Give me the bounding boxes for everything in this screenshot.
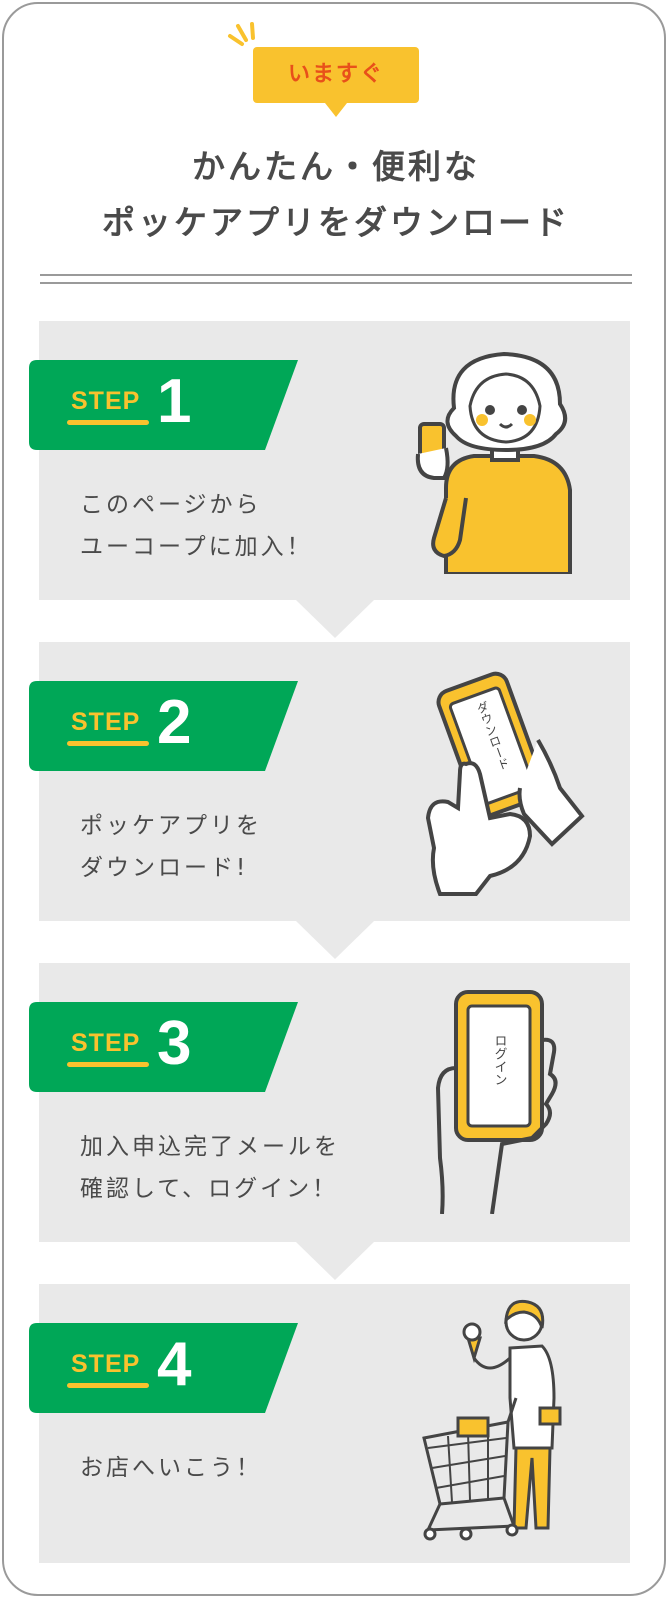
step-word: STEP	[71, 1029, 141, 1057]
sparkle-icon	[228, 22, 255, 46]
step-3-text-line2: 確認して、ログイン！	[80, 1176, 339, 1202]
hand-holding-phone-icon: ログイン	[435, 990, 558, 1214]
step-2-arrow	[296, 921, 374, 959]
step-2-text-line1: ポッケアプリを	[80, 813, 262, 839]
woman-holding-phone-icon	[415, 351, 572, 574]
page-title-line2: ポッケアプリをダウンロード	[102, 203, 570, 242]
step-4-description: お店へいこう！	[80, 1447, 262, 1489]
step-1-description: このページから ユーコープに加入！	[80, 484, 313, 568]
hands-tapping-phone-icon: ダウンロード	[425, 671, 585, 896]
step-word: STEP	[71, 1350, 141, 1378]
step-underline	[67, 420, 149, 425]
step-3-arrow	[296, 1242, 374, 1280]
woman-with-shopping-cart-icon	[422, 1299, 562, 1541]
step-1-arrow	[296, 600, 374, 638]
step-word: STEP	[71, 708, 141, 736]
step-number: 4	[157, 1330, 192, 1399]
step-1-label: STEP 1	[29, 360, 298, 450]
divider-top	[40, 274, 632, 276]
step-underline	[67, 1383, 149, 1388]
phone-screen-text: ログイン	[492, 1034, 508, 1086]
step-number: 2	[157, 688, 192, 757]
step-4-label: STEP 4	[29, 1323, 298, 1413]
step-underline	[67, 1062, 149, 1067]
step-4-text-line1: お店へいこう！	[80, 1455, 262, 1481]
step-2-text-line2: ダウンロード!	[80, 855, 249, 881]
step-number: 3	[157, 1009, 192, 1078]
step-2-description: ポッケアプリを ダウンロード!	[80, 805, 262, 889]
step-3-description: 加入申込完了メールを 確認して、ログイン！	[80, 1126, 340, 1210]
divider-bottom	[40, 282, 632, 284]
step-number: 1	[157, 367, 192, 436]
step-1-text-line2: ユーコープに加入！	[80, 534, 313, 560]
step-3-label: STEP 3	[29, 1002, 298, 1092]
step-3-text-line1: 加入申込完了メールを	[80, 1134, 340, 1160]
now-badge: いますぐ	[253, 47, 419, 103]
step-2-label: STEP 2	[29, 681, 298, 771]
badge-pointer	[325, 103, 347, 117]
step-word: STEP	[71, 387, 141, 415]
page-title-line1: かんたん・便利な	[192, 147, 480, 186]
step-underline	[67, 741, 149, 746]
step-1-text-line1: このページから	[80, 492, 262, 518]
